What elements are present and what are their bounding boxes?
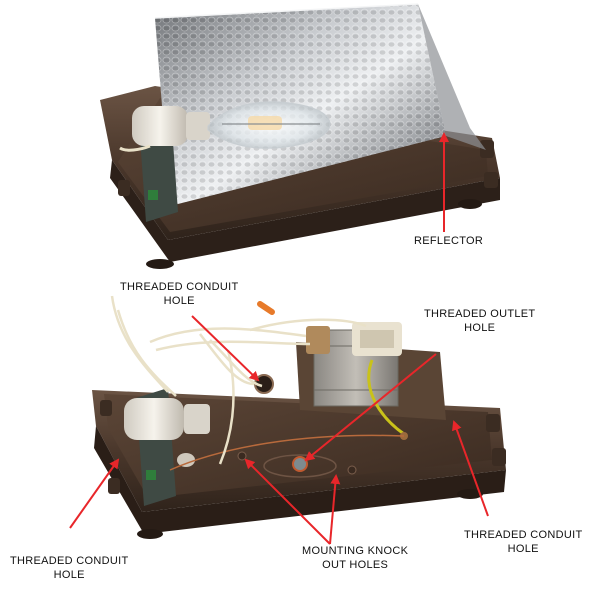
label-threaded-outlet-hole: THREADED OUTLET HOLE (424, 307, 535, 335)
arrow-threaded-conduit-hole-right (452, 420, 489, 517)
housing-foot (137, 529, 163, 539)
label-line: THREADED CONDUIT (10, 555, 129, 567)
wire-bundle (110, 295, 367, 465)
lamp-socket (124, 398, 184, 440)
arrow-threaded-conduit-hole-top (191, 315, 260, 382)
label-line: HOLE (464, 322, 496, 334)
housing-tray-front (94, 426, 506, 534)
lamp-socket (132, 106, 188, 146)
housing-foot (457, 489, 483, 499)
label-threaded-conduit-hole-left: THREADED CONDUIT HOLE (10, 554, 128, 582)
lamp-housing-open-wiring (92, 295, 506, 539)
callout-arrows (69, 132, 489, 545)
lamp-housing-with-reflector (100, 3, 500, 269)
label-line: OUT HOLES (322, 559, 389, 571)
mounting-knock-out-hole (237, 451, 247, 461)
label-line: THREADED OUTLET (424, 308, 536, 320)
label-line: THREADED CONDUIT (464, 529, 583, 541)
label-line: HOLE (507, 543, 539, 555)
threaded-outlet-hole (292, 456, 308, 472)
arrow-threaded-conduit-hole-left (69, 458, 120, 529)
label-threaded-conduit-hole-right: THREADED CONDUIT HOLE (464, 528, 582, 556)
arrow-mounting-knock-out-right (329, 474, 341, 545)
label-reflector: REFLECTOR (414, 234, 483, 248)
label-line: HOLE (53, 569, 85, 581)
label-line: THREADED CONDUIT (120, 281, 239, 293)
mounting-knock-out-hole (263, 454, 337, 478)
label-mounting-knock-out-holes: MOUNTING KNOCK OUT HOLES (302, 544, 408, 572)
housing-foot (458, 199, 482, 209)
mounting-knock-out-hole (347, 465, 357, 475)
housing-foot (146, 259, 174, 269)
arrow-mounting-knock-out-left (244, 458, 331, 545)
label-line: MOUNTING KNOCK (302, 545, 409, 557)
arrow-threaded-outlet-hole (304, 353, 437, 462)
label-line: HOLE (163, 295, 195, 307)
label-threaded-conduit-hole-top: THREADED CONDUIT HOLE (120, 280, 238, 308)
housing-tray-front (110, 160, 500, 262)
label-line: REFLECTOR (414, 235, 484, 247)
